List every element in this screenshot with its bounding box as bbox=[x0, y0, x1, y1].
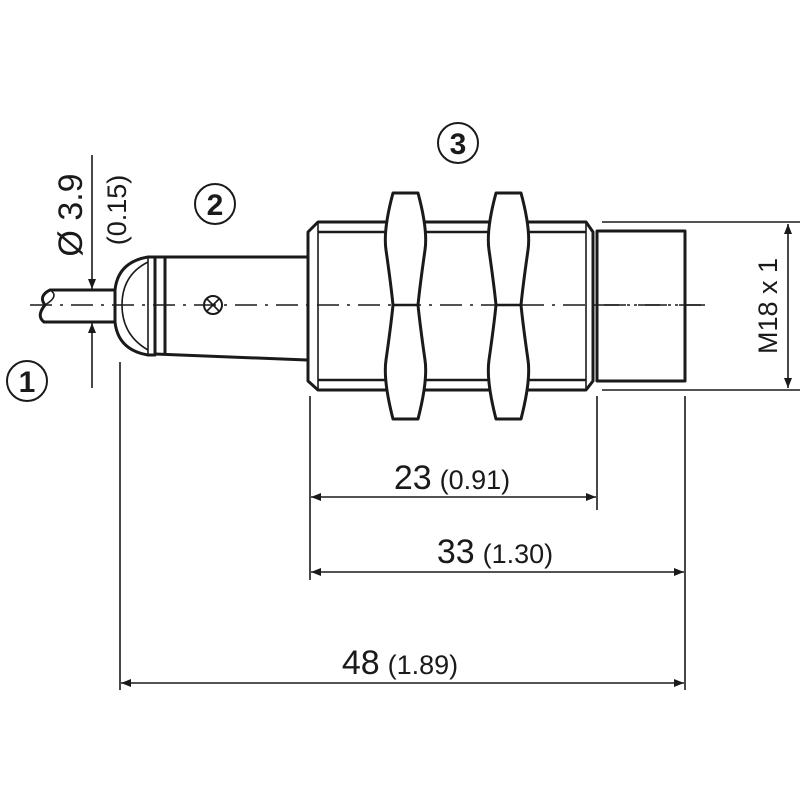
led-indicator-icon bbox=[203, 295, 223, 315]
thread-dimension: M18 x 1 bbox=[602, 221, 800, 391]
dimension-23: 23(0.91) bbox=[311, 459, 596, 501]
dimension-48-label: 48(1.89) bbox=[342, 644, 458, 682]
sensing-face bbox=[595, 229, 687, 383]
callout-3: 3 bbox=[437, 122, 479, 164]
threaded-body bbox=[306, 220, 595, 392]
diameter-value: Ø 3.9 bbox=[52, 173, 90, 256]
extension-lines bbox=[119, 362, 686, 690]
cable bbox=[38, 288, 116, 324]
housing-tube bbox=[154, 255, 308, 362]
dimension-33-label: 33(1.30) bbox=[437, 533, 553, 571]
cable-gland-cap bbox=[113, 255, 167, 357]
diameter-inch: (0.15) bbox=[102, 175, 132, 246]
dimension-23-label: 23(0.91) bbox=[394, 459, 510, 497]
dimension-33: 33(1.30) bbox=[311, 533, 684, 576]
nut-2 bbox=[486, 191, 531, 421]
dimension-48: 48(1.89) bbox=[121, 644, 684, 687]
callout-2: 2 bbox=[194, 183, 236, 225]
callout-3-text: 3 bbox=[450, 128, 467, 161]
nut-1 bbox=[383, 191, 428, 421]
callout-2-text: 2 bbox=[207, 189, 224, 222]
thread-label: M18 x 1 bbox=[753, 258, 783, 354]
diameter-dimension: Ø 3.9 (0.15) bbox=[52, 155, 132, 388]
callout-1-text: 1 bbox=[19, 366, 36, 399]
callout-1: 1 bbox=[6, 360, 48, 402]
